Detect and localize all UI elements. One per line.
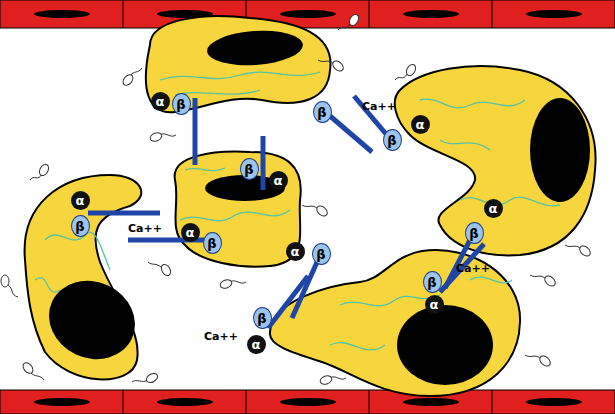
subunit-letter: α xyxy=(186,226,195,239)
subunit-letter: β xyxy=(387,134,396,147)
alpha-subunit: α xyxy=(411,115,430,134)
calcium-label: Ca++ xyxy=(362,100,396,113)
beta-subunit: β xyxy=(312,243,331,265)
cell-bodies xyxy=(25,16,596,396)
subunit-letter: β xyxy=(176,98,185,111)
alpha-subunit: α xyxy=(286,242,305,261)
bottom-band xyxy=(0,390,615,414)
subunit-letter: β xyxy=(244,163,253,176)
receptor-symbols xyxy=(1,13,592,386)
alpha-subunit: α xyxy=(484,199,503,218)
subunit-letter: β xyxy=(207,237,216,250)
subunit-letter: β xyxy=(75,220,84,233)
top-band xyxy=(0,0,615,28)
beta-subunit: β xyxy=(71,215,90,237)
beta-subunit: β xyxy=(203,232,222,254)
beta-subunit: β xyxy=(383,129,402,151)
adhesion-bars xyxy=(88,96,484,328)
beta-subunit: β xyxy=(465,222,484,244)
beta-subunit: β xyxy=(240,158,259,180)
alpha-subunit: α xyxy=(71,191,90,210)
subunit-letter: α xyxy=(291,245,300,258)
beta-subunit: β xyxy=(172,93,191,115)
alpha-subunit: α xyxy=(425,295,444,314)
subunit-letter: α xyxy=(489,202,498,215)
alpha-subunit: α xyxy=(269,171,288,190)
subunit-letter: α xyxy=(76,194,85,207)
calcium-label: Ca++ xyxy=(204,330,238,343)
alpha-subunit: α xyxy=(151,92,170,111)
beta-subunit: β xyxy=(313,101,332,123)
subunit-letter: α xyxy=(274,174,283,187)
subunit-letter: α xyxy=(416,118,425,131)
subunit-letter: β xyxy=(427,276,436,289)
subunit-letter: β xyxy=(317,106,326,119)
beta-subunit: β xyxy=(423,271,442,293)
beta-subunit: β xyxy=(253,307,272,329)
subunit-letter: α xyxy=(156,95,165,108)
calcium-label: Ca++ xyxy=(456,262,490,275)
subunit-letter: β xyxy=(257,312,266,325)
cytoskeleton-fibres xyxy=(35,72,560,350)
subunit-letter: α xyxy=(252,338,261,351)
subunit-letter: α xyxy=(430,298,439,311)
cell-nuclei xyxy=(36,28,590,385)
subunit-letter: β xyxy=(469,227,478,240)
calcium-label: Ca++ xyxy=(128,222,162,235)
subunit-letter: β xyxy=(316,248,325,261)
alpha-subunit: α xyxy=(181,223,200,242)
alpha-subunit: α xyxy=(247,335,266,354)
